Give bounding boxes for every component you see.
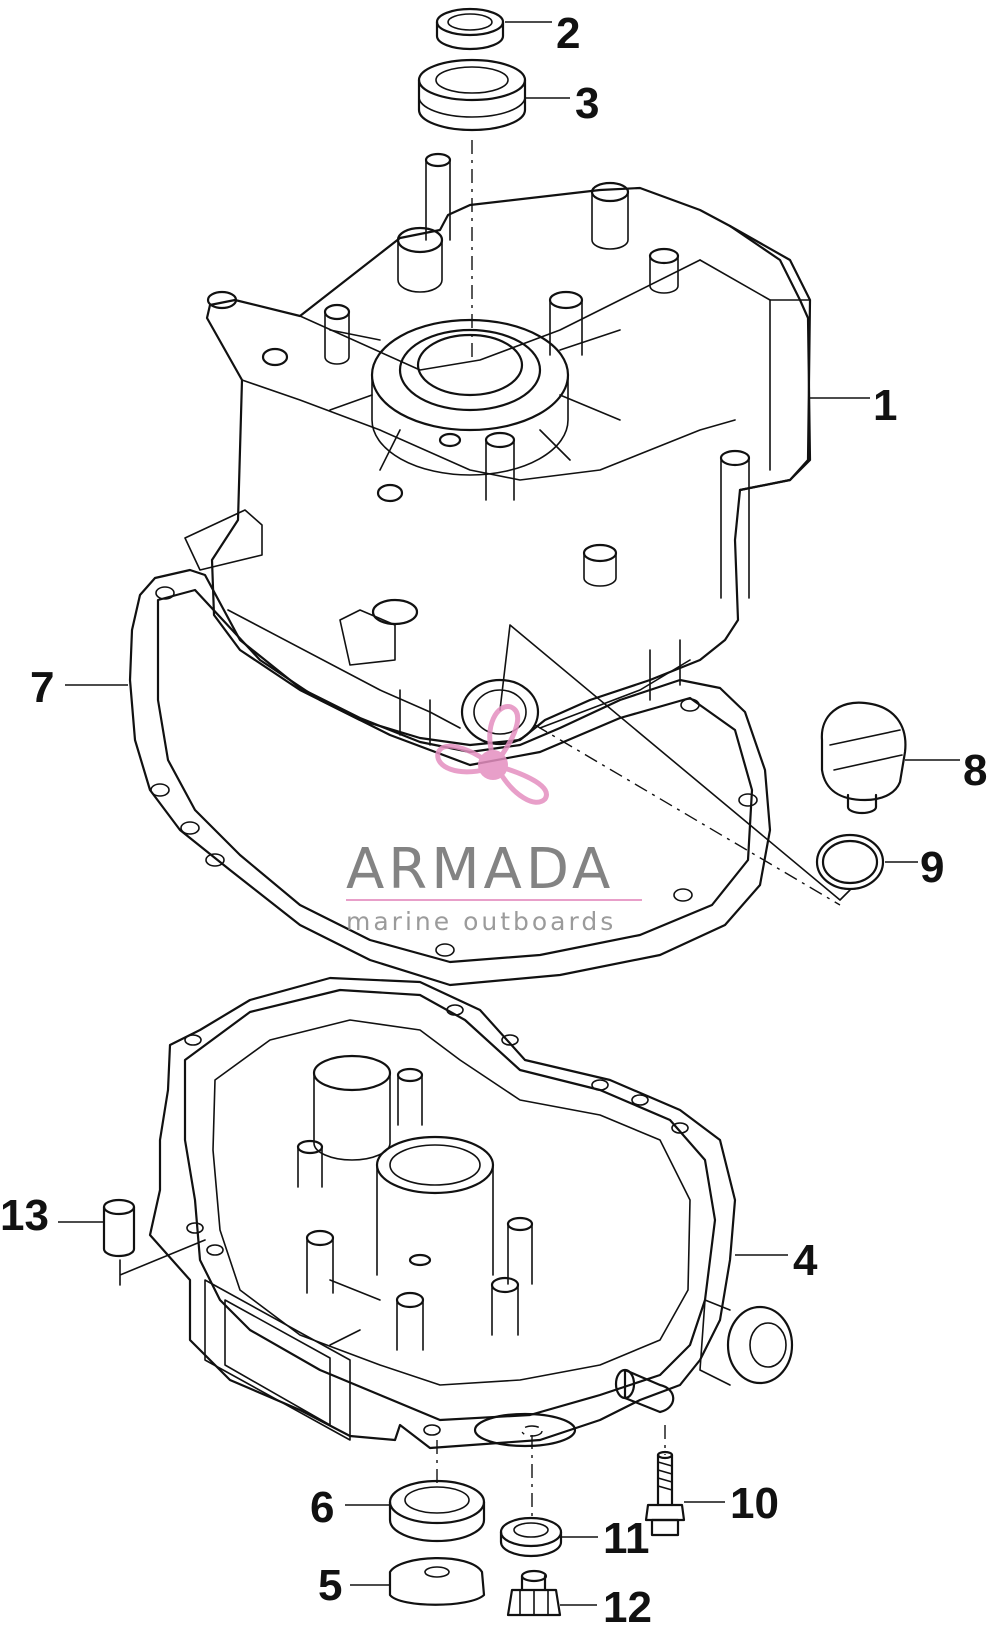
callout-10: 10 (730, 1479, 779, 1528)
callout-9: 9 (920, 843, 944, 892)
callout-6: 6 (310, 1483, 334, 1532)
part-6-oil-seal (388, 1479, 486, 1543)
callout-1: 1 (873, 381, 897, 430)
part-4-lower-case (148, 976, 794, 1450)
leader-lines (58, 21, 960, 1606)
part-7-gasket (128, 568, 772, 987)
callout-4: 4 (793, 1236, 818, 1285)
watermark-brand: ARMADA (346, 837, 614, 902)
part-9-o-ring (815, 833, 885, 891)
part-3-bearing (417, 58, 527, 132)
part-12-plug-bolt (506, 1569, 562, 1617)
callout-12: 12 (603, 1583, 652, 1630)
callout-labels: 2 3 1 7 8 9 13 4 6 5 10 11 12 (0, 9, 987, 1630)
propeller-icon (435, 704, 549, 805)
part-10-bolt (644, 1450, 686, 1537)
callout-11: 11 (603, 1514, 650, 1563)
part-2-oil-seal (435, 7, 505, 51)
part-11-washer (499, 1516, 563, 1558)
callout-2: 2 (556, 9, 580, 58)
part-5-cap (388, 1557, 486, 1606)
watermark: ARMADA marine outboards (346, 704, 642, 936)
alignment-lines (119, 140, 851, 1520)
part-13-dowel-pin (102, 1198, 136, 1258)
callout-8: 8 (963, 746, 987, 795)
callout-3: 3 (575, 79, 599, 128)
part-1-upper-case (184, 152, 812, 747)
callout-5: 5 (318, 1561, 342, 1610)
part-8-drain-plug (820, 701, 907, 815)
watermark-tagline: marine outboards (346, 907, 616, 936)
callout-7: 7 (30, 663, 54, 712)
callout-13: 13 (0, 1191, 49, 1240)
